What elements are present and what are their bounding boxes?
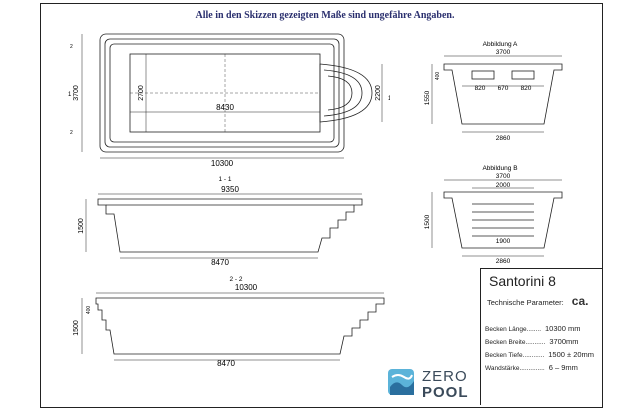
- param-row-length: Becken Länge........10300 mm: [485, 324, 581, 333]
- detail-a-dim-bottom: 2860: [496, 135, 511, 142]
- detail-a-dim-step-h: 400: [435, 72, 441, 81]
- plan-roman-step-3: [327, 75, 353, 111]
- detail-a-dim-mid: 670: [498, 85, 509, 92]
- section-2-dim-step: 400: [86, 306, 92, 315]
- params-label: Technische Parameter:: [487, 298, 564, 307]
- detail-b-dim-depth: 1500: [424, 214, 431, 229]
- section-1-1: 1 - 1 9350 8470 1500: [78, 176, 363, 267]
- section-1-dim-top: 9350: [221, 185, 239, 194]
- plan-outline-3: [109, 43, 335, 143]
- detail-b-dim-inner-top: 2000: [496, 182, 511, 189]
- section-1-label: 1 - 1: [218, 176, 231, 183]
- param-row-width: Becken Breite...........3700mm: [485, 337, 579, 346]
- section-1-dim-depth: 1500: [78, 218, 85, 234]
- detail-a-dim-right: 820: [521, 85, 532, 92]
- detail-b-dim-inner-bottom: 1900: [496, 238, 511, 245]
- section-2-dim-top: 10300: [235, 283, 258, 292]
- plan-roman-steps: [319, 63, 373, 123]
- plan-outline-2: [104, 38, 340, 148]
- detail-a-title: Abbildung A: [483, 41, 518, 48]
- plan-marker-left: 1: [68, 92, 72, 98]
- plan-view: 10300 8430 3700 2700 2200 1 1 2 2: [68, 33, 390, 168]
- section-2-2: 2 - 2 10300 8470 1500 400: [73, 276, 385, 368]
- detail-a-dim-left: 820: [475, 85, 486, 92]
- zeropool-logo: ZERO POOL: [386, 366, 478, 402]
- param-row-depth: Becken Tiefe............1500 ± 20mm: [485, 350, 595, 359]
- section-1-dim-bottom: 8470: [211, 258, 229, 267]
- detail-a-dim-top: 3700: [496, 49, 511, 56]
- plan-marker-bottom-left: 2: [70, 130, 73, 136]
- param-row-wall: Wandstärke..............6 – 9mm: [485, 363, 578, 372]
- plan-dim-total-length: 10300: [211, 159, 234, 168]
- params-line: Technische Parameter: ca.: [487, 294, 588, 308]
- model-name: Santorini 8: [489, 273, 556, 289]
- header-note: Alle in den Skizzen gezeigten Maße sind …: [195, 10, 455, 21]
- section-2-dim-bottom: 8470: [217, 359, 235, 368]
- section-2-dim-depth: 1500: [73, 320, 80, 336]
- detail-a: Abbildung A 3700 820 670 820 2860 1550 4…: [424, 41, 563, 142]
- detail-a-section: [443, 63, 563, 125]
- plan-roman-step-2: [323, 69, 363, 117]
- detail-b: Abbildung B 3700 2000 1900 2860 1500: [424, 165, 563, 264]
- params-approx: ca.: [571, 294, 589, 308]
- plan-dim-width: 3700: [73, 85, 80, 101]
- plan-dim-inner-length: 8430: [216, 103, 234, 112]
- sheet-frame: [40, 3, 603, 408]
- plan-marker-right: 1: [388, 96, 390, 102]
- detail-a-dim-depth: 1550: [424, 90, 431, 105]
- section-2-outline: [95, 297, 385, 355]
- plan-dim-step-width: 2200: [375, 85, 382, 101]
- detail-b-dim-bottom: 2860: [496, 258, 511, 264]
- wave-icon: [388, 369, 414, 395]
- detail-b-section: [443, 191, 563, 249]
- section-2-label: 2 - 2: [229, 276, 242, 283]
- logo-text-zero: ZERO: [422, 368, 468, 385]
- plan-dim-inner-width: 2700: [138, 85, 145, 101]
- plan-marker-top-left: 2: [70, 44, 73, 50]
- plan-outer-outline: [99, 33, 345, 153]
- title-block: Santorini 8 Technische Parameter: ca. Be…: [480, 268, 602, 405]
- section-1-outline: [97, 198, 363, 253]
- detail-b-title: Abbildung B: [482, 165, 517, 172]
- logo-text-pool: POOL: [422, 384, 469, 401]
- detail-b-dim-top: 3700: [496, 173, 511, 180]
